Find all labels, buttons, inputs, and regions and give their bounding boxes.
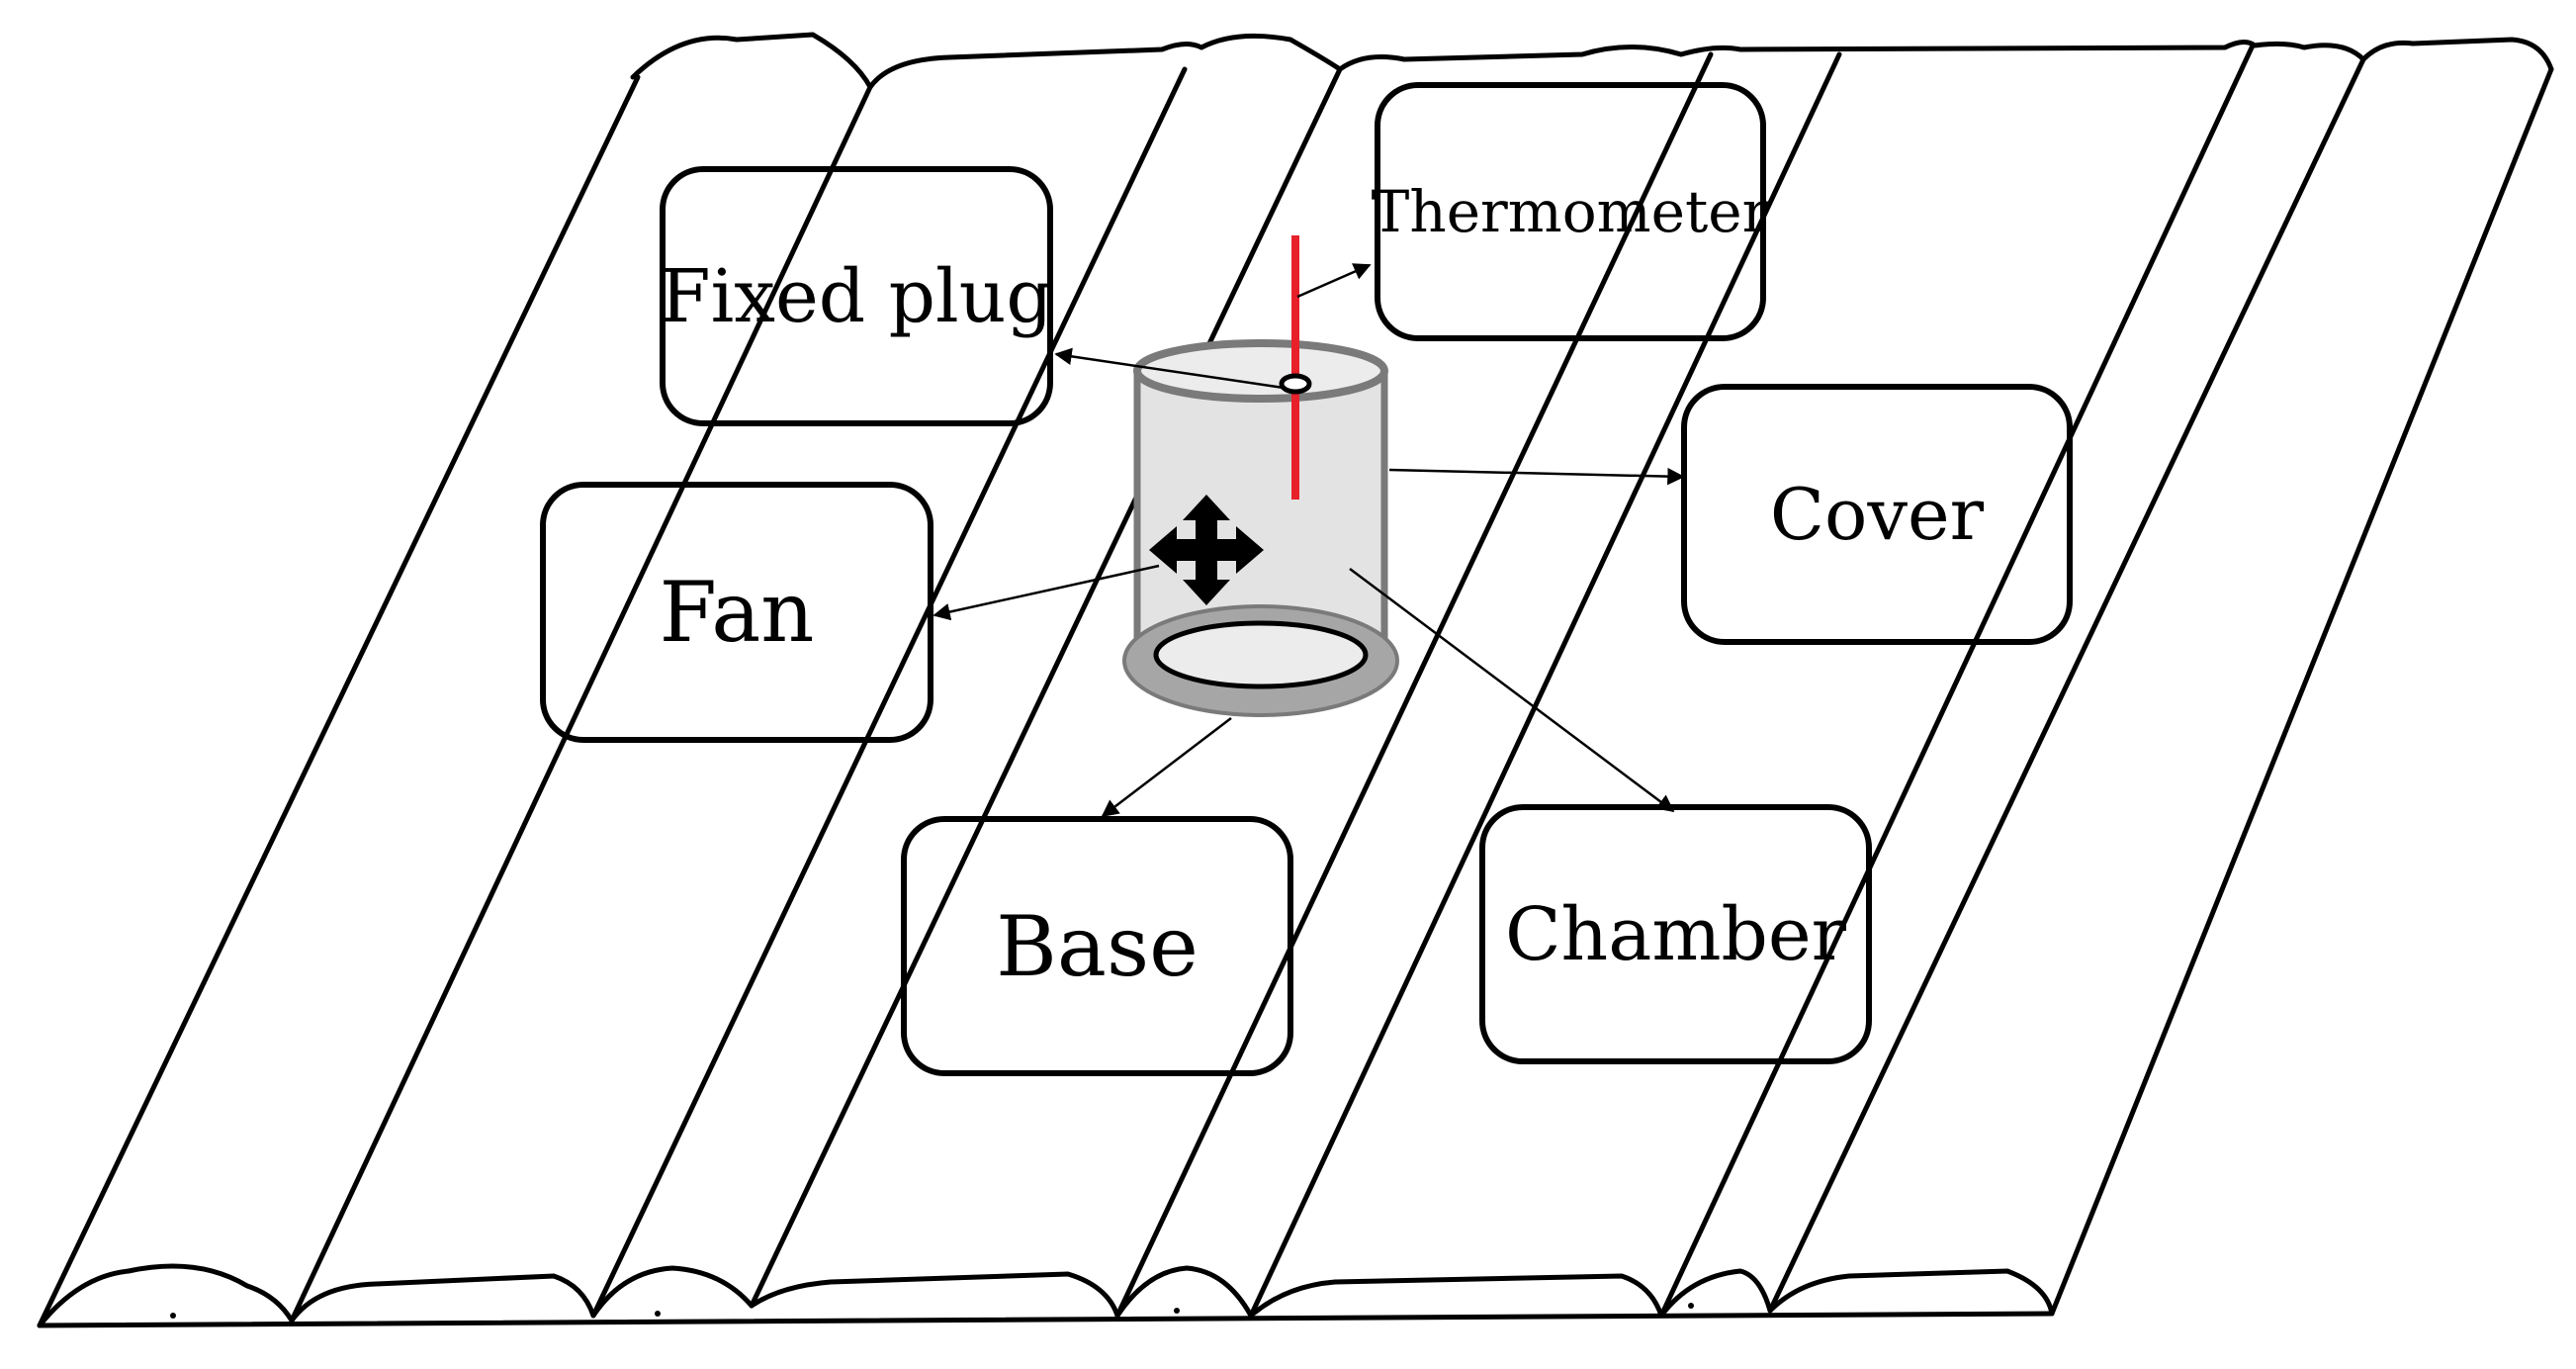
label-fan-text: Fan [659, 564, 815, 661]
cover-rim [1133, 339, 1388, 403]
label-thermometer-text: Thermometer [1371, 178, 1770, 245]
label-fixed-plug: Fixed plug [660, 166, 1053, 426]
label-fixed-plug-text: Fixed plug [660, 253, 1053, 339]
furrow-line-1 [37, 74, 641, 1328]
label-cover: Cover [1681, 384, 2073, 645]
arrow-thermometer [1296, 263, 1372, 299]
furrow-line-4 [749, 66, 1343, 1309]
base-ring-hole [1153, 620, 1369, 689]
furrow-line-6 [1248, 51, 1842, 1319]
arrow-cover [1388, 467, 1685, 486]
fixed-plug [1279, 373, 1312, 395]
label-base: Base [901, 816, 1293, 1076]
label-fan: Fan [540, 482, 933, 743]
arrow-base [1101, 717, 1232, 818]
furrow-line-9 [2049, 66, 2554, 1317]
label-chamber: Chamber [1479, 804, 1872, 1064]
ground-line [37, 1311, 2055, 1328]
furrow-line-3 [590, 66, 1188, 1319]
arrow-chamber [1349, 567, 1675, 813]
furrow-line-7 [1658, 43, 2256, 1319]
fan-icon [1149, 495, 1264, 605]
label-cover-text: Cover [1769, 473, 1985, 556]
label-thermometer: Thermometer [1372, 82, 1769, 341]
furrow-line-5 [1114, 51, 1714, 1319]
arrow-fixed-plug [1054, 347, 1285, 390]
ridge-trough-bottom [37, 1263, 2055, 1328]
furrow-line-8 [1767, 56, 2366, 1314]
arrow-fan [933, 564, 1160, 621]
label-base-text: Base [996, 897, 1199, 995]
label-chamber-text: Chamber [1504, 891, 1847, 977]
